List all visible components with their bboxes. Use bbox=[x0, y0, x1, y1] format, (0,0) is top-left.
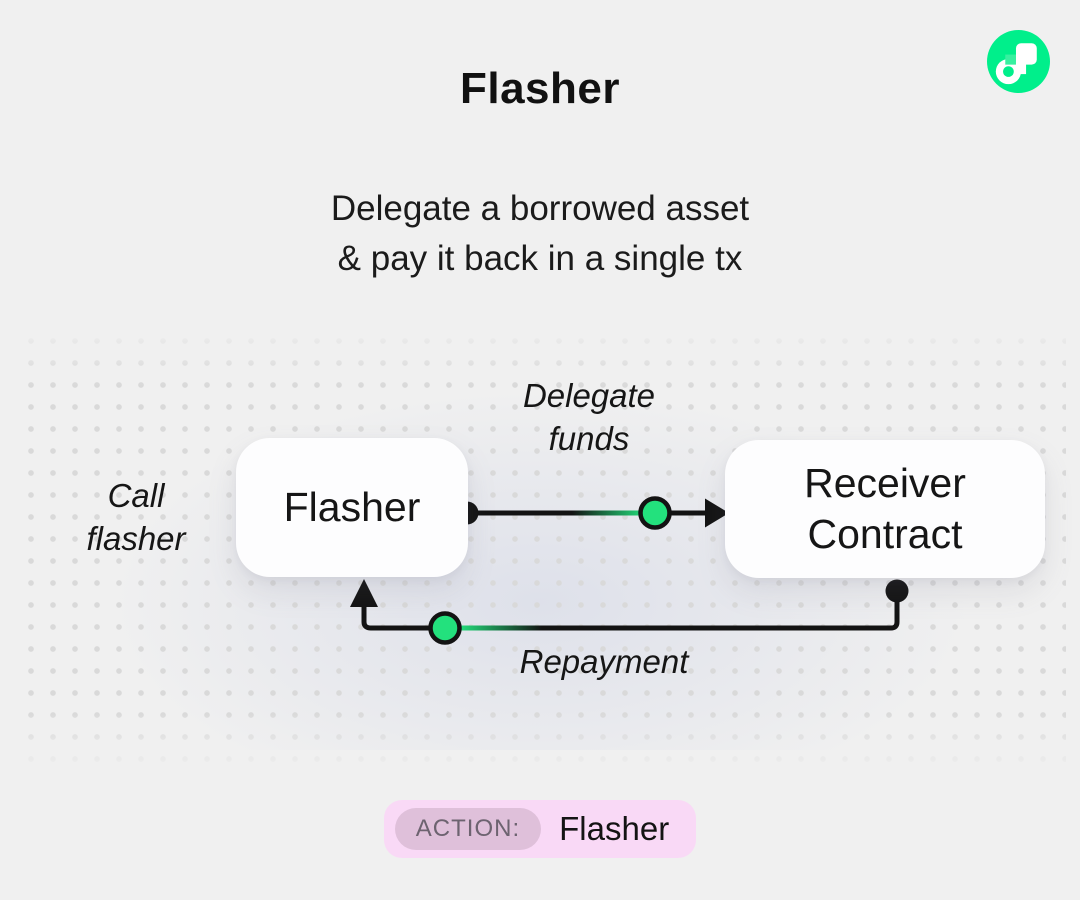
delegate-funds-line-2: funds bbox=[548, 420, 630, 457]
edge-label-call-flasher: Call flasher bbox=[36, 474, 236, 560]
call-flasher-line-1: Call bbox=[107, 477, 165, 514]
subtitle-line-2: & pay it back in a single tx bbox=[337, 239, 743, 278]
edge-label-repayment: Repayment bbox=[519, 643, 689, 680]
edge-label-delegate-funds: Delegate funds bbox=[489, 374, 689, 460]
page-title: Flasher bbox=[459, 64, 620, 113]
page-subtitle: Delegate a borrowed asset & pay it back … bbox=[0, 184, 1080, 284]
delegate-funds-line-1: Delegate bbox=[522, 377, 656, 414]
node-flasher-label: Flasher bbox=[283, 484, 421, 530]
action-label-chip: ACTION: bbox=[394, 808, 542, 850]
node-receiver-label-line-1: Receiver bbox=[804, 460, 966, 506]
call-flasher-line-2: flasher bbox=[86, 520, 186, 557]
action-value: Flasher bbox=[559, 810, 670, 847]
subtitle-line-1: Delegate a borrowed asset bbox=[330, 189, 750, 228]
flow-logo-icon bbox=[987, 30, 1050, 93]
node-receiver-contract: Receiver Contract bbox=[725, 440, 1045, 578]
action-badge-row: ACTION: Flasher bbox=[0, 800, 1080, 858]
action-badge: ACTION: Flasher bbox=[383, 800, 697, 858]
node-receiver-label-line-2: Contract bbox=[807, 511, 963, 557]
flow-logo-svg bbox=[987, 30, 1050, 93]
node-flasher: Flasher bbox=[236, 438, 468, 577]
